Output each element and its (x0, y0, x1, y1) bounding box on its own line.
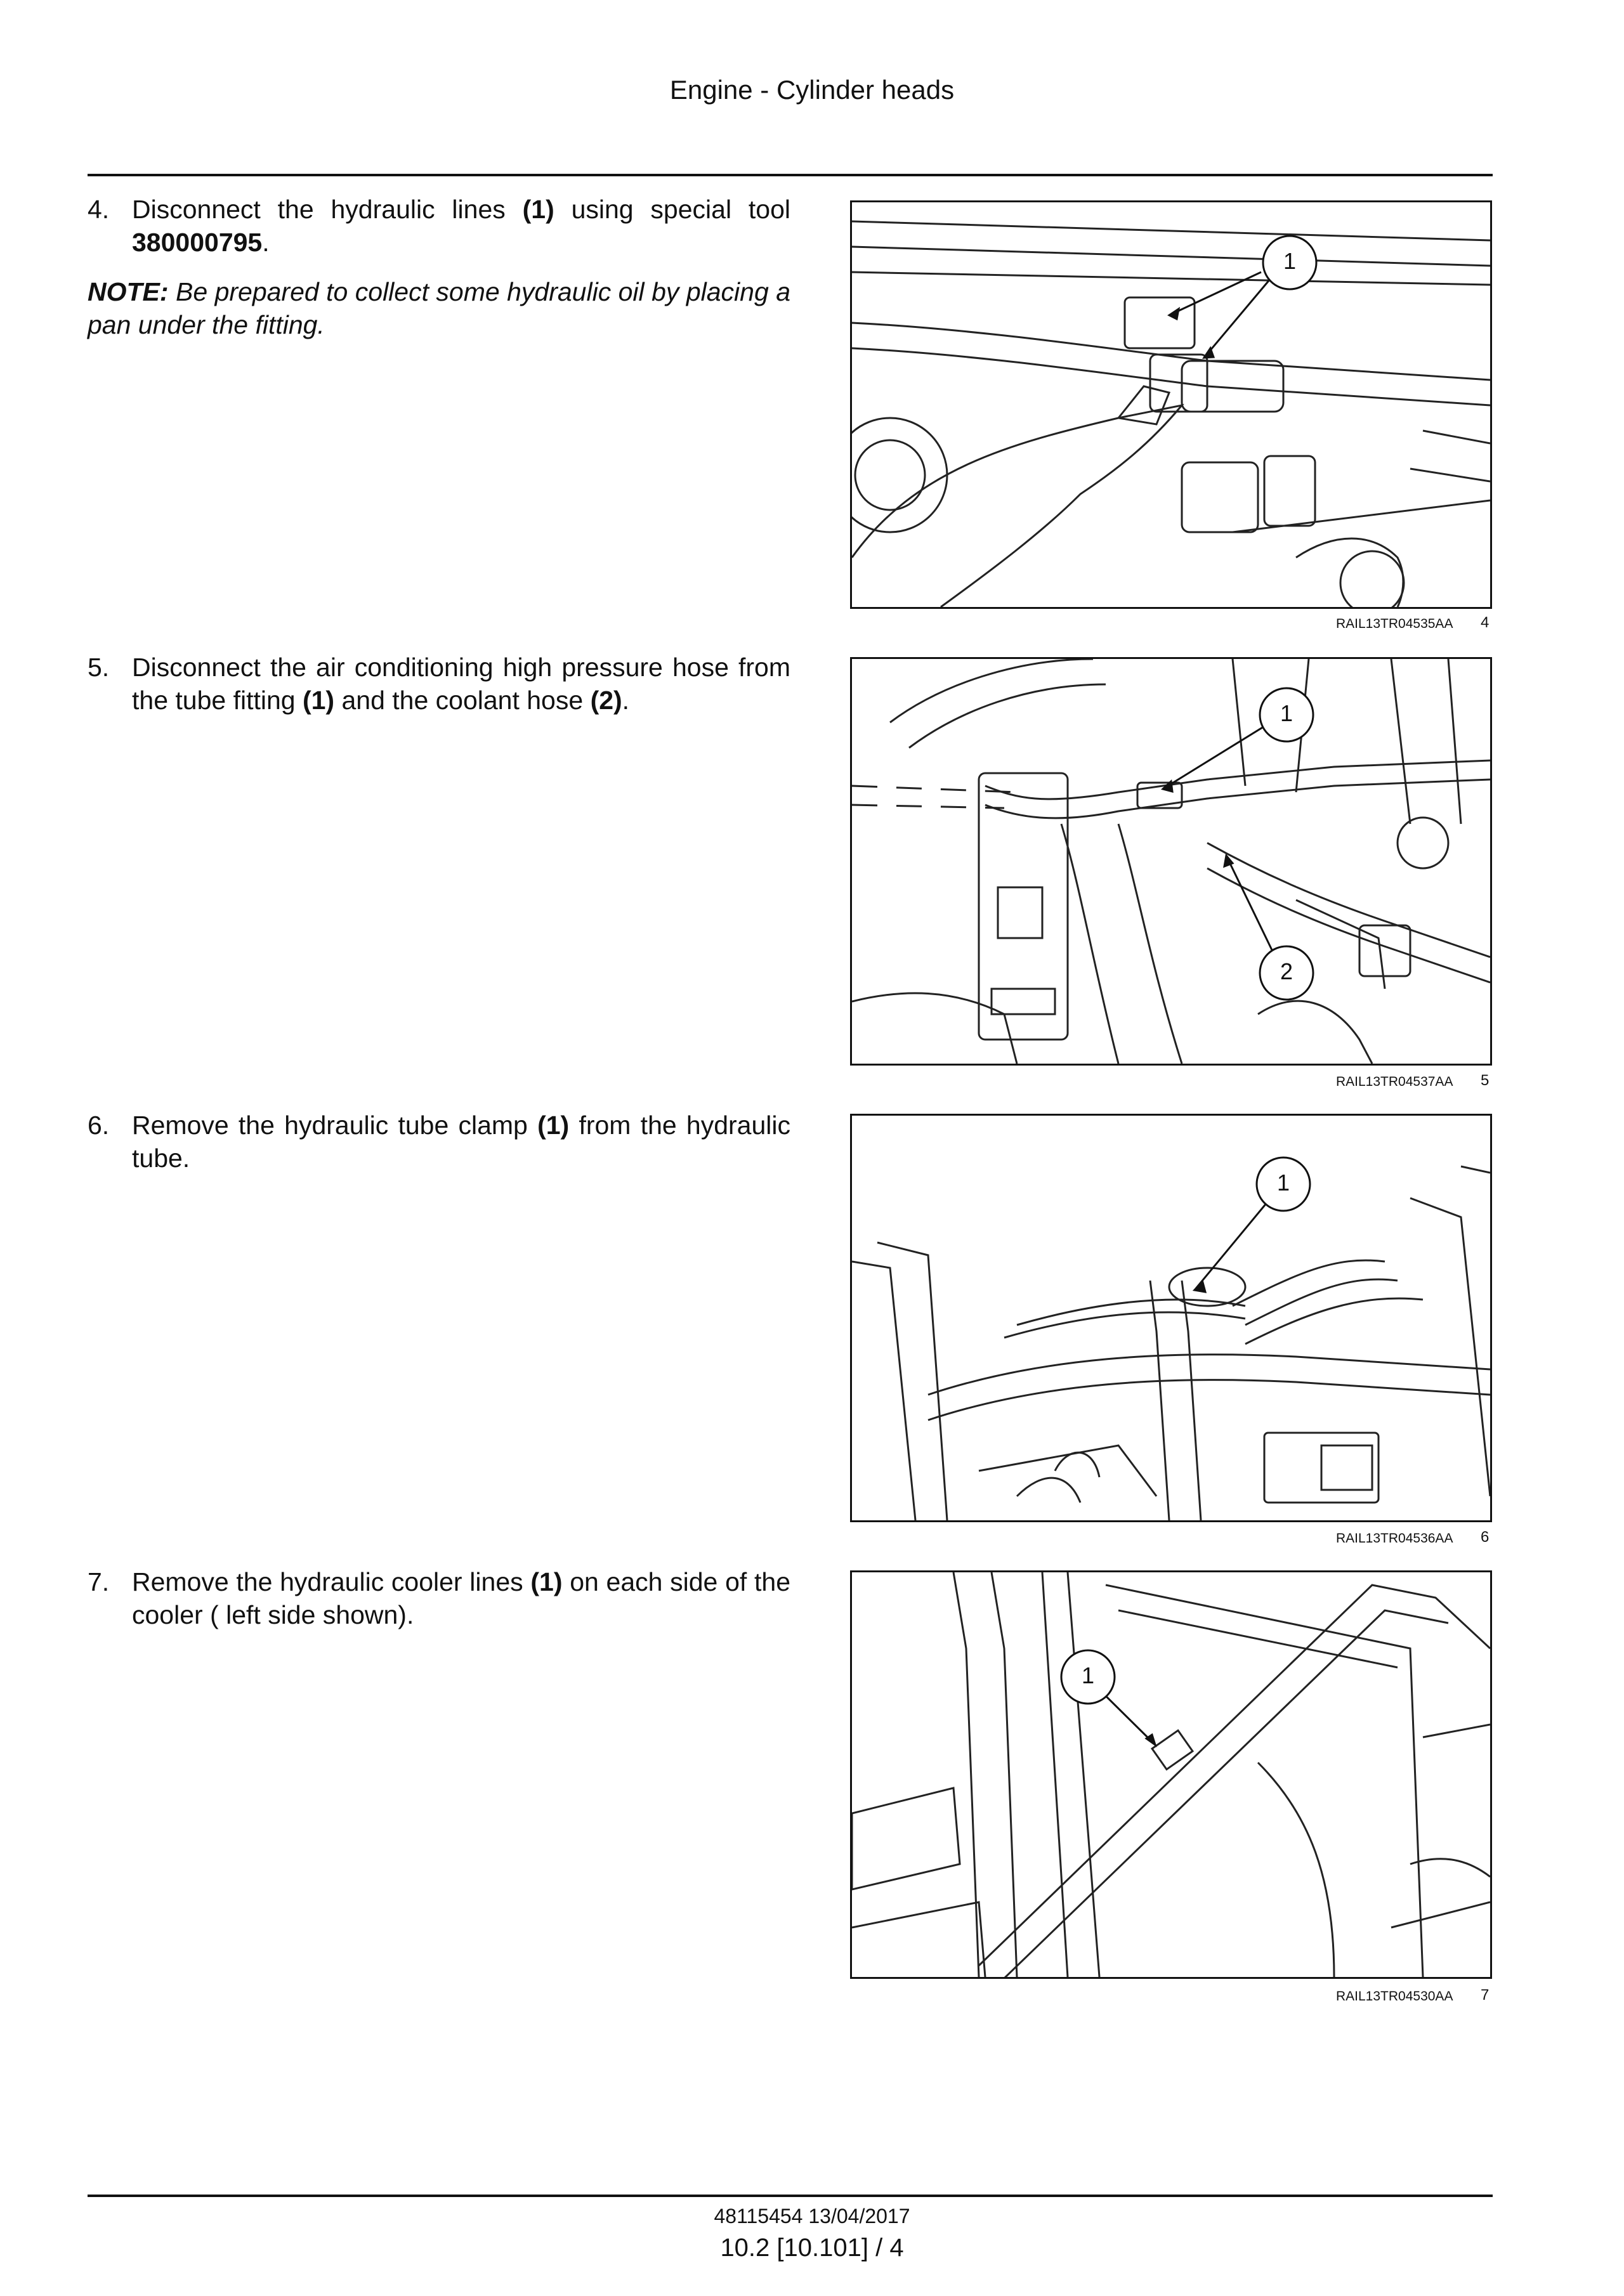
callout-1: 1 (1276, 1170, 1290, 1196)
step-4: 4. Disconnect the hydraulic lines (1) us… (88, 193, 790, 341)
footer-page-ref: 10.2 [10.101] / 4 (720, 2234, 904, 2262)
callout-2: 2 (1280, 958, 1293, 984)
step-5: 5. Disconnect the air conditioning high … (88, 651, 790, 717)
step-text: Disconnect the hydraulic lines (1) using… (132, 195, 791, 257)
figure-6-number: 6 (1481, 1529, 1490, 1546)
figure-4-caption: RAIL13TR04535AA (1336, 616, 1453, 631)
figure-5-illustration: 1 2 (850, 657, 1492, 1066)
figure-7-caption: RAIL13TR04530AA (1336, 1989, 1453, 2004)
figure-4-number: 4 (1481, 614, 1490, 631)
step-number: 5. (88, 653, 110, 682)
header-rule (88, 174, 1493, 176)
step-text: Disconnect the air conditioning high pre… (132, 653, 790, 715)
step-6: 6. Remove the hydraulic tube clamp (1) f… (88, 1109, 790, 1175)
step-number: 7. (88, 1567, 110, 1596)
step-number: 4. (88, 195, 110, 224)
figure-7-number: 7 (1481, 1986, 1490, 2004)
footer-rule (88, 2195, 1493, 2197)
footer-doc-date: 48115454 13/04/2017 (714, 2205, 910, 2228)
step-number: 6. (88, 1111, 110, 1140)
page-header-title: Engine - Cylinder heads (669, 75, 955, 105)
callout-1: 1 (1081, 1662, 1095, 1688)
step-7: 7. Remove the hydraulic cooler lines (1)… (88, 1565, 790, 1631)
step-text: Remove the hydraulic cooler lines (1) on… (132, 1567, 790, 1629)
figure-5-number: 5 (1481, 1072, 1490, 1089)
figure-5-caption: RAIL13TR04537AA (1336, 1074, 1453, 1089)
figure-6-caption: RAIL13TR04536AA (1336, 1531, 1453, 1546)
callout-1: 1 (1283, 248, 1297, 274)
callout-1: 1 (1280, 700, 1293, 726)
step-text: Remove the hydraulic tube clamp (1) from… (132, 1111, 790, 1173)
figure-7-illustration: 1 (850, 1570, 1492, 1979)
figure-4-illustration: 1 (850, 200, 1492, 609)
figure-6-illustration: 1 (850, 1114, 1492, 1522)
note: NOTE: Be prepared to collect some hydrau… (88, 277, 790, 339)
